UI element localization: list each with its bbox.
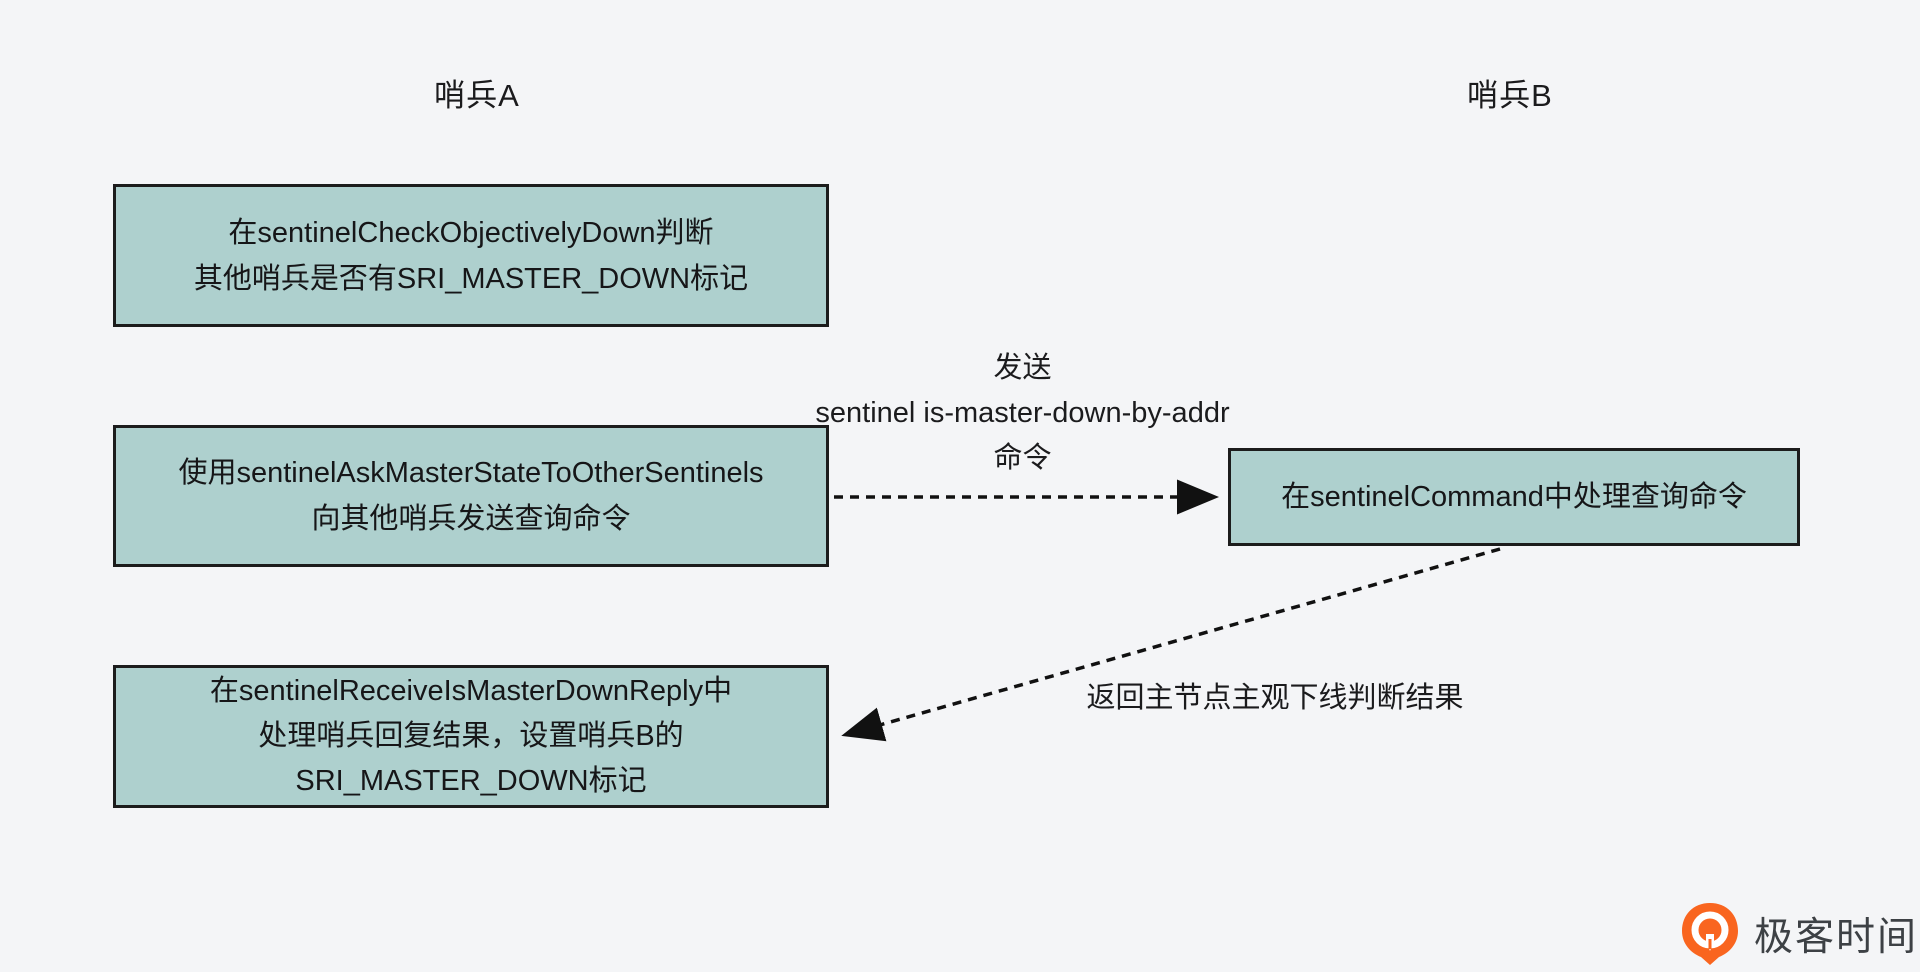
node-text-line: 在sentinelCheckObjectivelyDown判断 [228,216,714,249]
node-sentinel-command: 在sentinelCommand中处理查询命令 [1228,448,1800,546]
brand-logo: 极客时间 [1678,901,1918,967]
node-ask-master-state: 使用sentinelAskMasterStateToOtherSentinels… [113,425,829,567]
arrow-label-line: 发送 [993,352,1052,384]
arrow-label-line: 命令 [993,442,1052,474]
node-text-line: 其他哨兵是否有SRI_MASTER_DOWN标记 [193,262,749,295]
bottom-strip [0,972,1920,978]
node-text-line: 向其他哨兵发送查询命令 [311,503,631,535]
brand-name: 极客时间 [1754,916,1919,959]
geektime-pin-icon [1682,903,1738,965]
lane-title-sentinel-b: 哨兵B [1467,78,1553,113]
node-receive-is-master-down-reply: 在sentinelReceiveIsMasterDownReply中 处理哨兵回… [113,665,829,808]
node-text-line: 使用sentinelAskMasterStateToOtherSentinels [178,457,764,489]
node-text-line: 在sentinelReceiveIsMasterDownReply中 [209,675,733,707]
node-text-line: 处理哨兵回复结果，设置哨兵B的 [258,720,684,752]
lane-title-sentinel-a: 哨兵A [434,78,520,113]
node-text-line: 在sentinelCommand中处理查询命令 [1281,481,1747,513]
reply-result-arrow-label: 返回主节点主观下线判断结果 [1086,682,1464,714]
arrow-label-line: sentinel is-master-down-by-addr [815,397,1230,429]
node-check-objectively-down: 在sentinelCheckObjectivelyDown判断 其他哨兵是否有S… [113,184,829,327]
send-query-arrow-label: 发送 sentinel is-master-down-by-addr 命令 [735,346,1310,481]
node-text-line: SRI_MASTER_DOWN标记 [295,765,647,797]
